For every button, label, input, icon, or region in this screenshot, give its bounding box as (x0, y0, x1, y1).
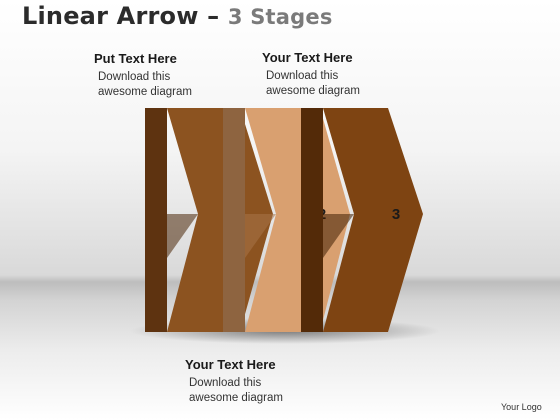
arrow-2: 2 (223, 108, 350, 332)
text-block-1-line-1: Download this (98, 71, 171, 83)
text-block-3: Your Text Here Download this awesome dia… (185, 357, 283, 406)
arrow-2-face (245, 108, 350, 332)
arrow-3-face (323, 108, 423, 332)
logo-text: Your Logo (501, 402, 542, 412)
text-block-2-body: Download this awesome diagram (266, 69, 360, 99)
arrow-1: 1 (145, 108, 273, 332)
arrow-3-notch (323, 214, 354, 258)
text-block-1-body: Download this awesome diagram (98, 70, 192, 100)
text-block-2-heading: Your Text Here (262, 50, 353, 65)
text-block-3-line-1: Download this (189, 377, 262, 389)
text-block-3-heading: Your Text Here (185, 357, 276, 372)
text-block-3-body: Download this awesome diagram (189, 376, 283, 406)
arrow-2-notch (245, 214, 276, 258)
arrow-1-side (145, 108, 167, 332)
arrow-3-label: 3 (392, 206, 400, 223)
text-block-3-line-2: awesome diagram (189, 392, 283, 404)
arrow-1-face (167, 108, 273, 332)
arrow-3-side (301, 108, 323, 332)
diagram-title: Linear Arrow – 3 Stages (22, 2, 333, 30)
text-block-2-line-1: Download this (266, 70, 339, 82)
text-block-1: Put Text Here Download this awesome diag… (94, 51, 192, 100)
title-main: Linear Arrow (22, 2, 199, 30)
arrow-2-side (223, 108, 245, 332)
arrow-3: 3 (301, 108, 423, 332)
text-block-1-heading: Put Text Here (94, 51, 177, 66)
title-stages: 3 Stages (227, 5, 333, 29)
title-dash: – (207, 2, 220, 30)
text-block-2-line-2: awesome diagram (266, 85, 360, 97)
text-block-1-line-2: awesome diagram (98, 86, 192, 98)
text-block-2: Your Text Here Download this awesome dia… (262, 50, 360, 99)
arrow-1-notch (167, 214, 198, 258)
